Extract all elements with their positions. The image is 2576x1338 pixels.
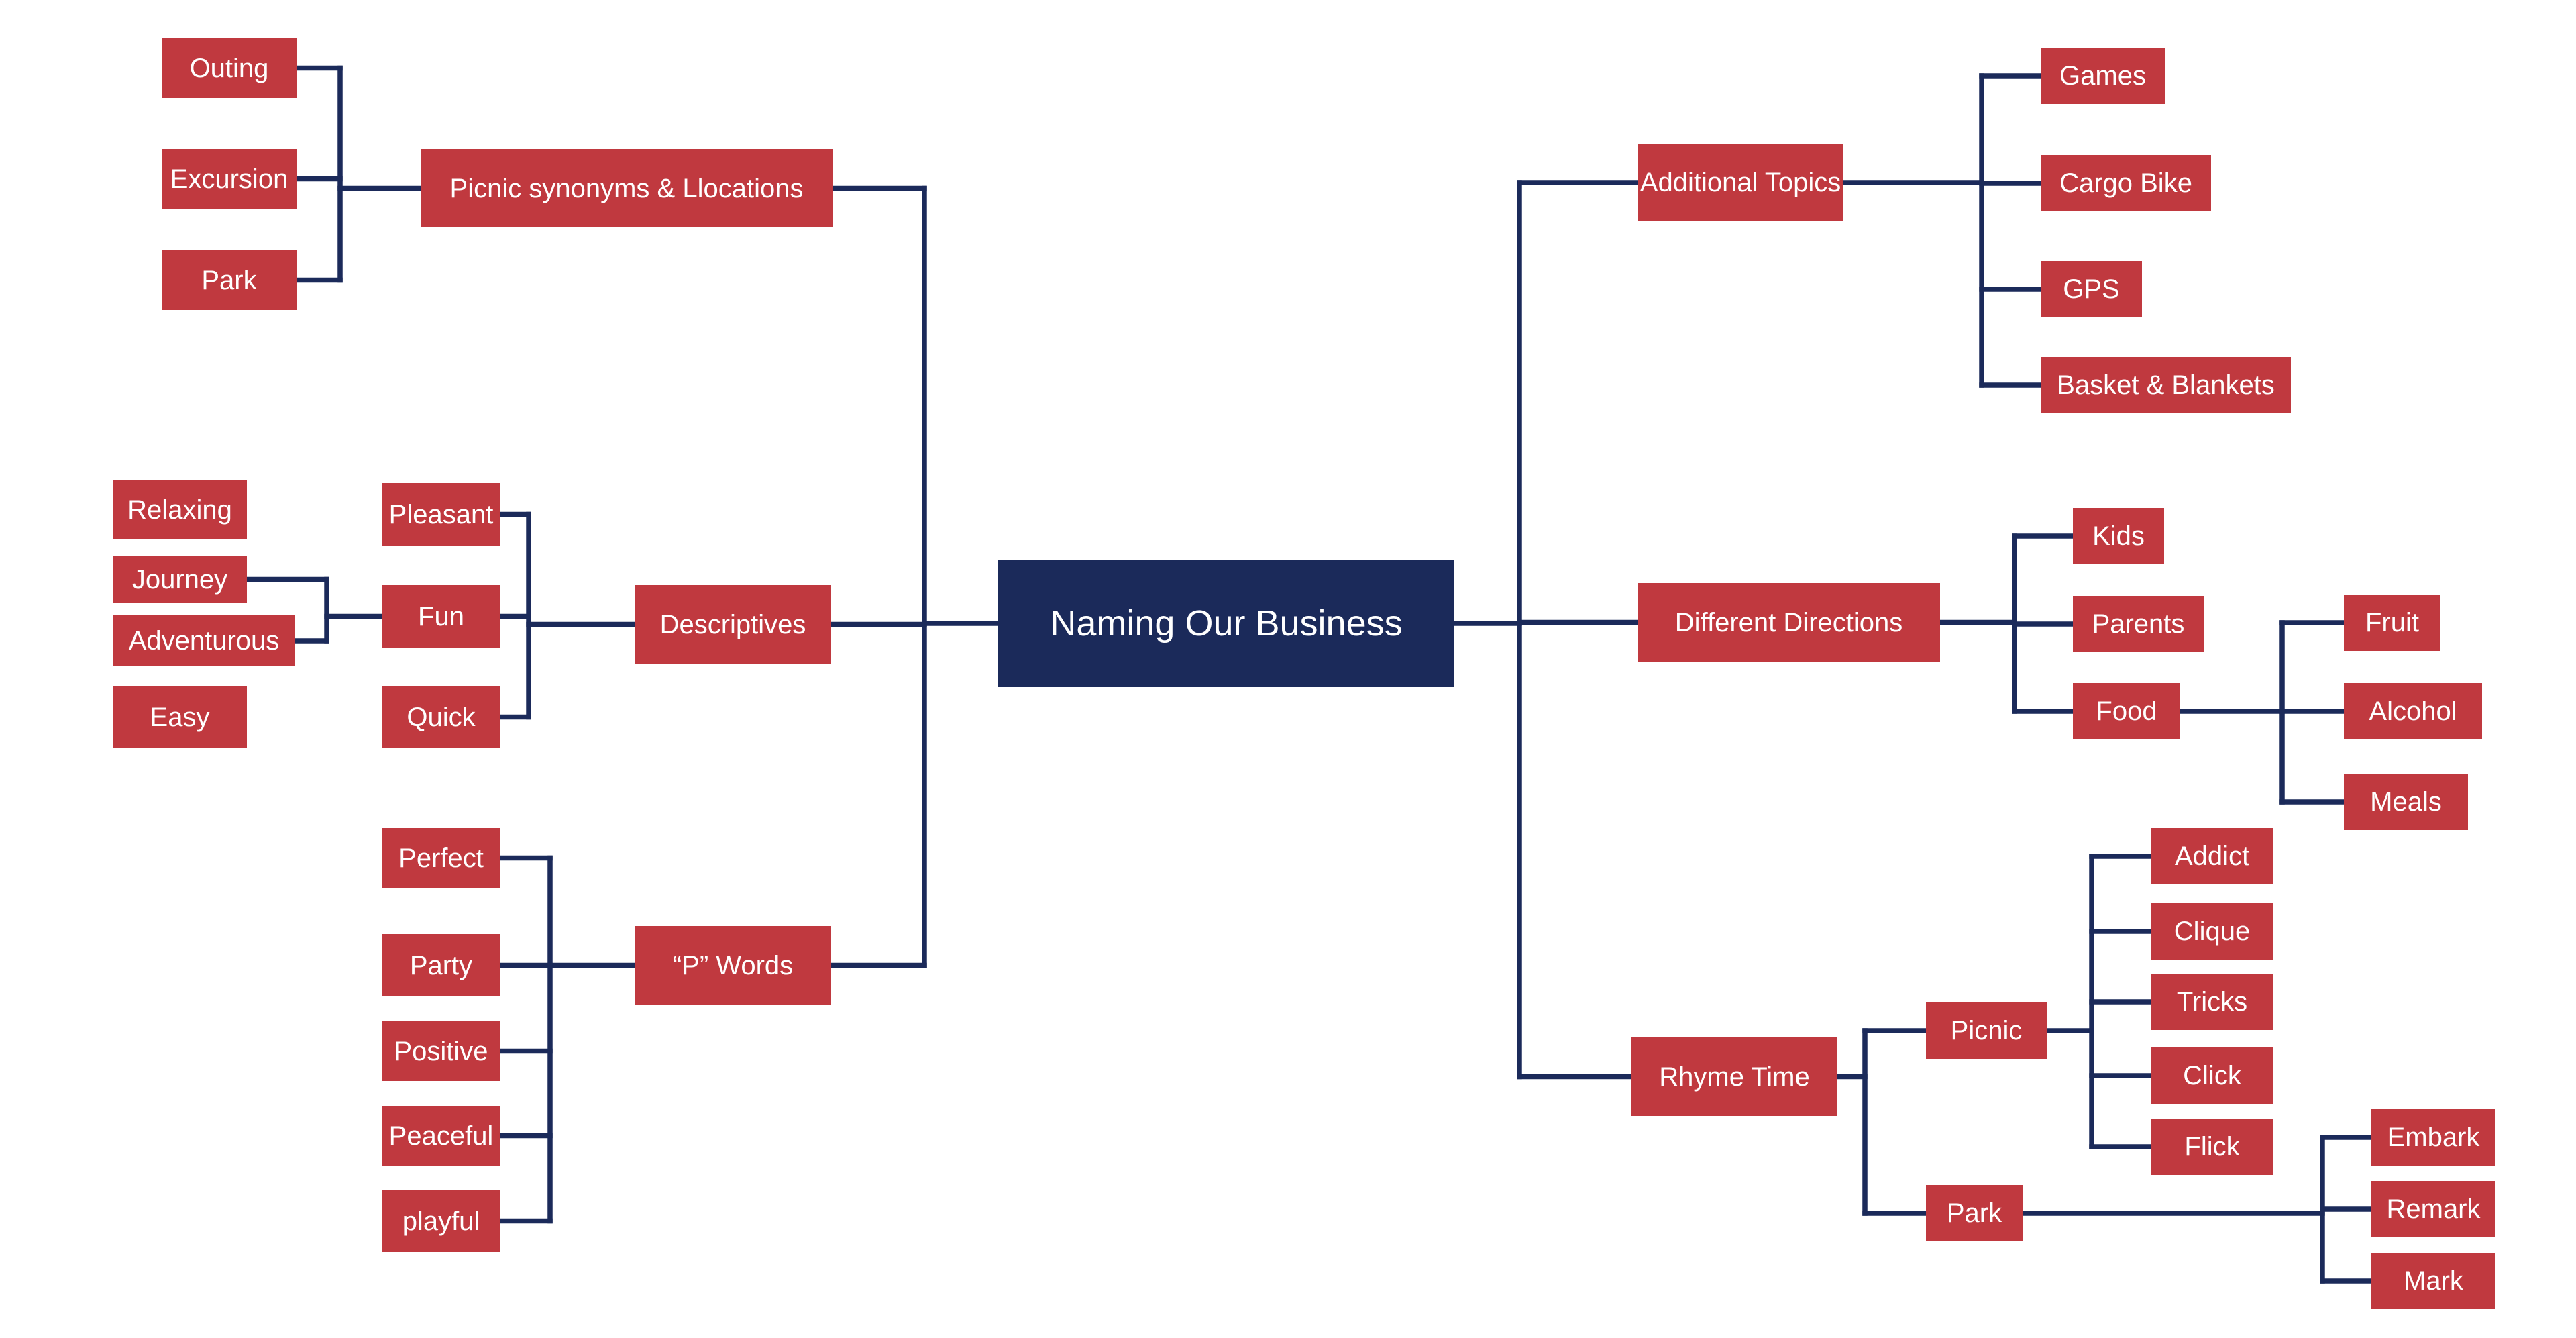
node-label: Naming Our Business bbox=[1050, 603, 1403, 644]
node-label: playful bbox=[402, 1206, 480, 1236]
node-label: Park bbox=[1946, 1198, 2002, 1228]
node-label: Clique bbox=[2174, 917, 2251, 946]
node-label: Relaxing bbox=[127, 495, 232, 525]
node-label: Tricks bbox=[2176, 987, 2248, 1017]
peaceful-node[interactable]: Peaceful bbox=[382, 1106, 500, 1166]
tricks-node[interactable]: Tricks bbox=[2151, 974, 2273, 1030]
cargo-bike-node[interactable]: Cargo Bike bbox=[2041, 155, 2211, 211]
central-topic-node[interactable]: Naming Our Business bbox=[998, 560, 1454, 687]
node-label: Meals bbox=[2370, 787, 2442, 817]
node-label: Different Directions bbox=[1674, 607, 1903, 637]
rhyme-time-node[interactable]: Rhyme Time bbox=[1631, 1037, 1837, 1116]
node-label: “P” Words bbox=[672, 950, 794, 980]
picnic-node[interactable]: Picnic bbox=[1926, 1002, 2047, 1059]
node-label: Excursion bbox=[170, 164, 288, 194]
alcohol-node[interactable]: Alcohol bbox=[2344, 683, 2482, 739]
node-label: Rhyme Time bbox=[1659, 1062, 1810, 1092]
node-label: Fun bbox=[418, 601, 464, 631]
node-label: Pleasant bbox=[388, 499, 494, 529]
node-label: Peaceful bbox=[388, 1121, 494, 1151]
node-label: Food bbox=[2096, 697, 2157, 726]
node-label: Cargo Bike bbox=[2059, 168, 2192, 198]
node-label: Games bbox=[2059, 61, 2146, 91]
addict-node[interactable]: Addict bbox=[2151, 828, 2273, 884]
playful-node[interactable]: playful bbox=[382, 1190, 500, 1252]
node-label: Mark bbox=[2404, 1266, 2463, 1296]
fun-node[interactable]: Fun bbox=[382, 585, 500, 648]
descriptives-node[interactable]: Descriptives bbox=[635, 585, 831, 664]
perfect-node[interactable]: Perfect bbox=[382, 828, 500, 888]
park-2-node[interactable]: Park bbox=[1926, 1185, 2023, 1241]
party-node[interactable]: Party bbox=[382, 934, 500, 996]
meals-node[interactable]: Meals bbox=[2344, 774, 2468, 830]
node-label: GPS bbox=[2063, 274, 2120, 304]
node-label: Remark bbox=[2386, 1194, 2481, 1224]
outing-node[interactable]: Outing bbox=[162, 38, 297, 98]
node-label: Additional Topics bbox=[1640, 168, 1841, 197]
node-label: Picnic synonyms & Llocations bbox=[449, 173, 804, 203]
node-label: Party bbox=[409, 950, 473, 980]
park-node[interactable]: Park bbox=[162, 250, 297, 310]
pleasant-node[interactable]: Pleasant bbox=[382, 483, 500, 546]
easy-node[interactable]: Easy bbox=[113, 686, 247, 748]
mark-node[interactable]: Mark bbox=[2371, 1253, 2496, 1309]
node-label: Click bbox=[2183, 1061, 2241, 1090]
node-label: Kids bbox=[2092, 521, 2145, 551]
additional-topics-node[interactable]: Additional Topics bbox=[1638, 144, 1843, 221]
node-label: Embark bbox=[2387, 1123, 2480, 1152]
basket-and-blankets-node[interactable]: Basket & Blankets bbox=[2041, 357, 2291, 413]
node-label: Quick bbox=[407, 702, 476, 732]
node-label: Basket & Blankets bbox=[2057, 370, 2275, 400]
journey-node[interactable]: Journey bbox=[113, 556, 247, 603]
node-label: Positive bbox=[394, 1036, 488, 1066]
node-label: Flick bbox=[2184, 1132, 2240, 1162]
adventurous-node[interactable]: Adventurous bbox=[113, 615, 295, 666]
quick-node[interactable]: Quick bbox=[382, 686, 500, 748]
node-label: Descriptives bbox=[659, 609, 806, 639]
node-label: Outing bbox=[189, 53, 269, 83]
node-label: Journey bbox=[131, 564, 228, 595]
node-label: Addict bbox=[2174, 841, 2250, 871]
node-label: Easy bbox=[150, 702, 210, 732]
different-directions-node[interactable]: Different Directions bbox=[1638, 583, 1940, 662]
clique-node[interactable]: Clique bbox=[2151, 903, 2273, 960]
node-label: Parents bbox=[2092, 609, 2185, 639]
remark-node[interactable]: Remark bbox=[2371, 1181, 2496, 1237]
kids-node[interactable]: Kids bbox=[2073, 508, 2164, 564]
fruit-node[interactable]: Fruit bbox=[2344, 595, 2440, 651]
gps-node[interactable]: GPS bbox=[2041, 261, 2142, 317]
parents-node[interactable]: Parents bbox=[2073, 596, 2204, 652]
excursion-node[interactable]: Excursion bbox=[162, 149, 297, 209]
flick-node[interactable]: Flick bbox=[2151, 1119, 2273, 1175]
positive-node[interactable]: Positive bbox=[382, 1021, 500, 1081]
node-label: Fruit bbox=[2365, 608, 2419, 637]
food-node[interactable]: Food bbox=[2073, 683, 2180, 739]
relaxing-node[interactable]: Relaxing bbox=[113, 480, 247, 539]
p-words-node[interactable]: “P” Words bbox=[635, 926, 831, 1005]
node-label: Alcohol bbox=[2369, 697, 2457, 726]
node-label: Perfect bbox=[398, 843, 484, 873]
click-node[interactable]: Click bbox=[2151, 1047, 2273, 1104]
node-label: Adventurous bbox=[128, 626, 280, 656]
node-label: Park bbox=[201, 265, 257, 295]
games-node[interactable]: Games bbox=[2041, 48, 2165, 104]
picnic-synonyms-and-llocations-node[interactable]: Picnic synonyms & Llocations bbox=[421, 149, 833, 227]
node-label: Picnic bbox=[1950, 1016, 2023, 1045]
embark-node[interactable]: Embark bbox=[2371, 1109, 2496, 1166]
